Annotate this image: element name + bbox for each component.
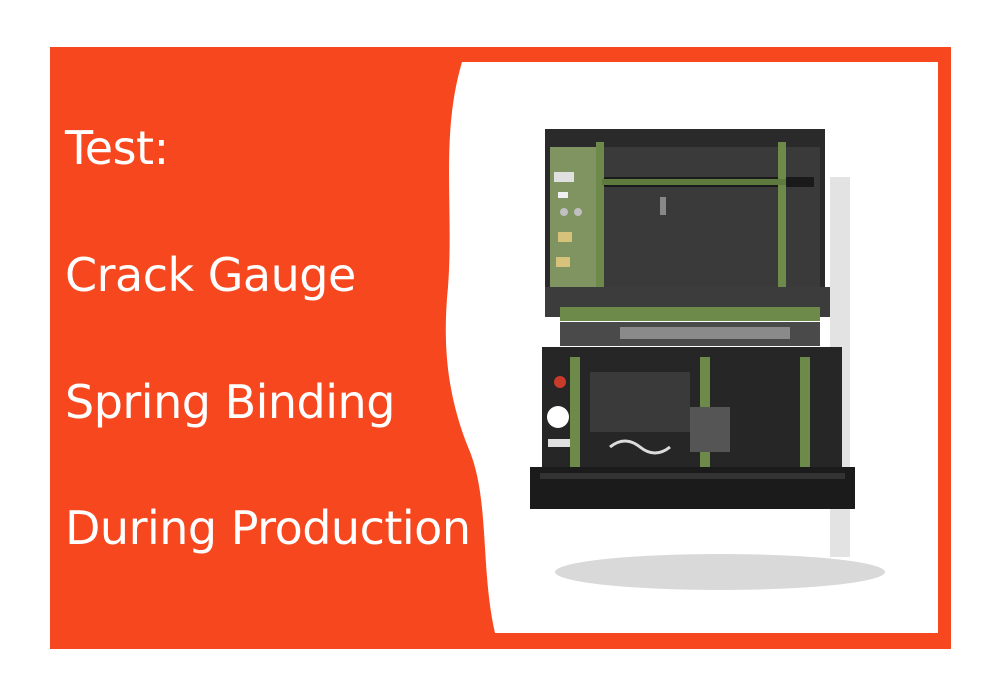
label-during-production: During Production: [65, 501, 471, 555]
label-crack-gauge: Crack Gauge: [65, 248, 356, 302]
label-spring-binding: Spring Binding: [65, 375, 395, 429]
machine-photo: [530, 129, 885, 590]
label-test: Test:: [65, 121, 169, 175]
promo-card: Test: Crack Gauge Spring Binding During …: [50, 47, 951, 649]
